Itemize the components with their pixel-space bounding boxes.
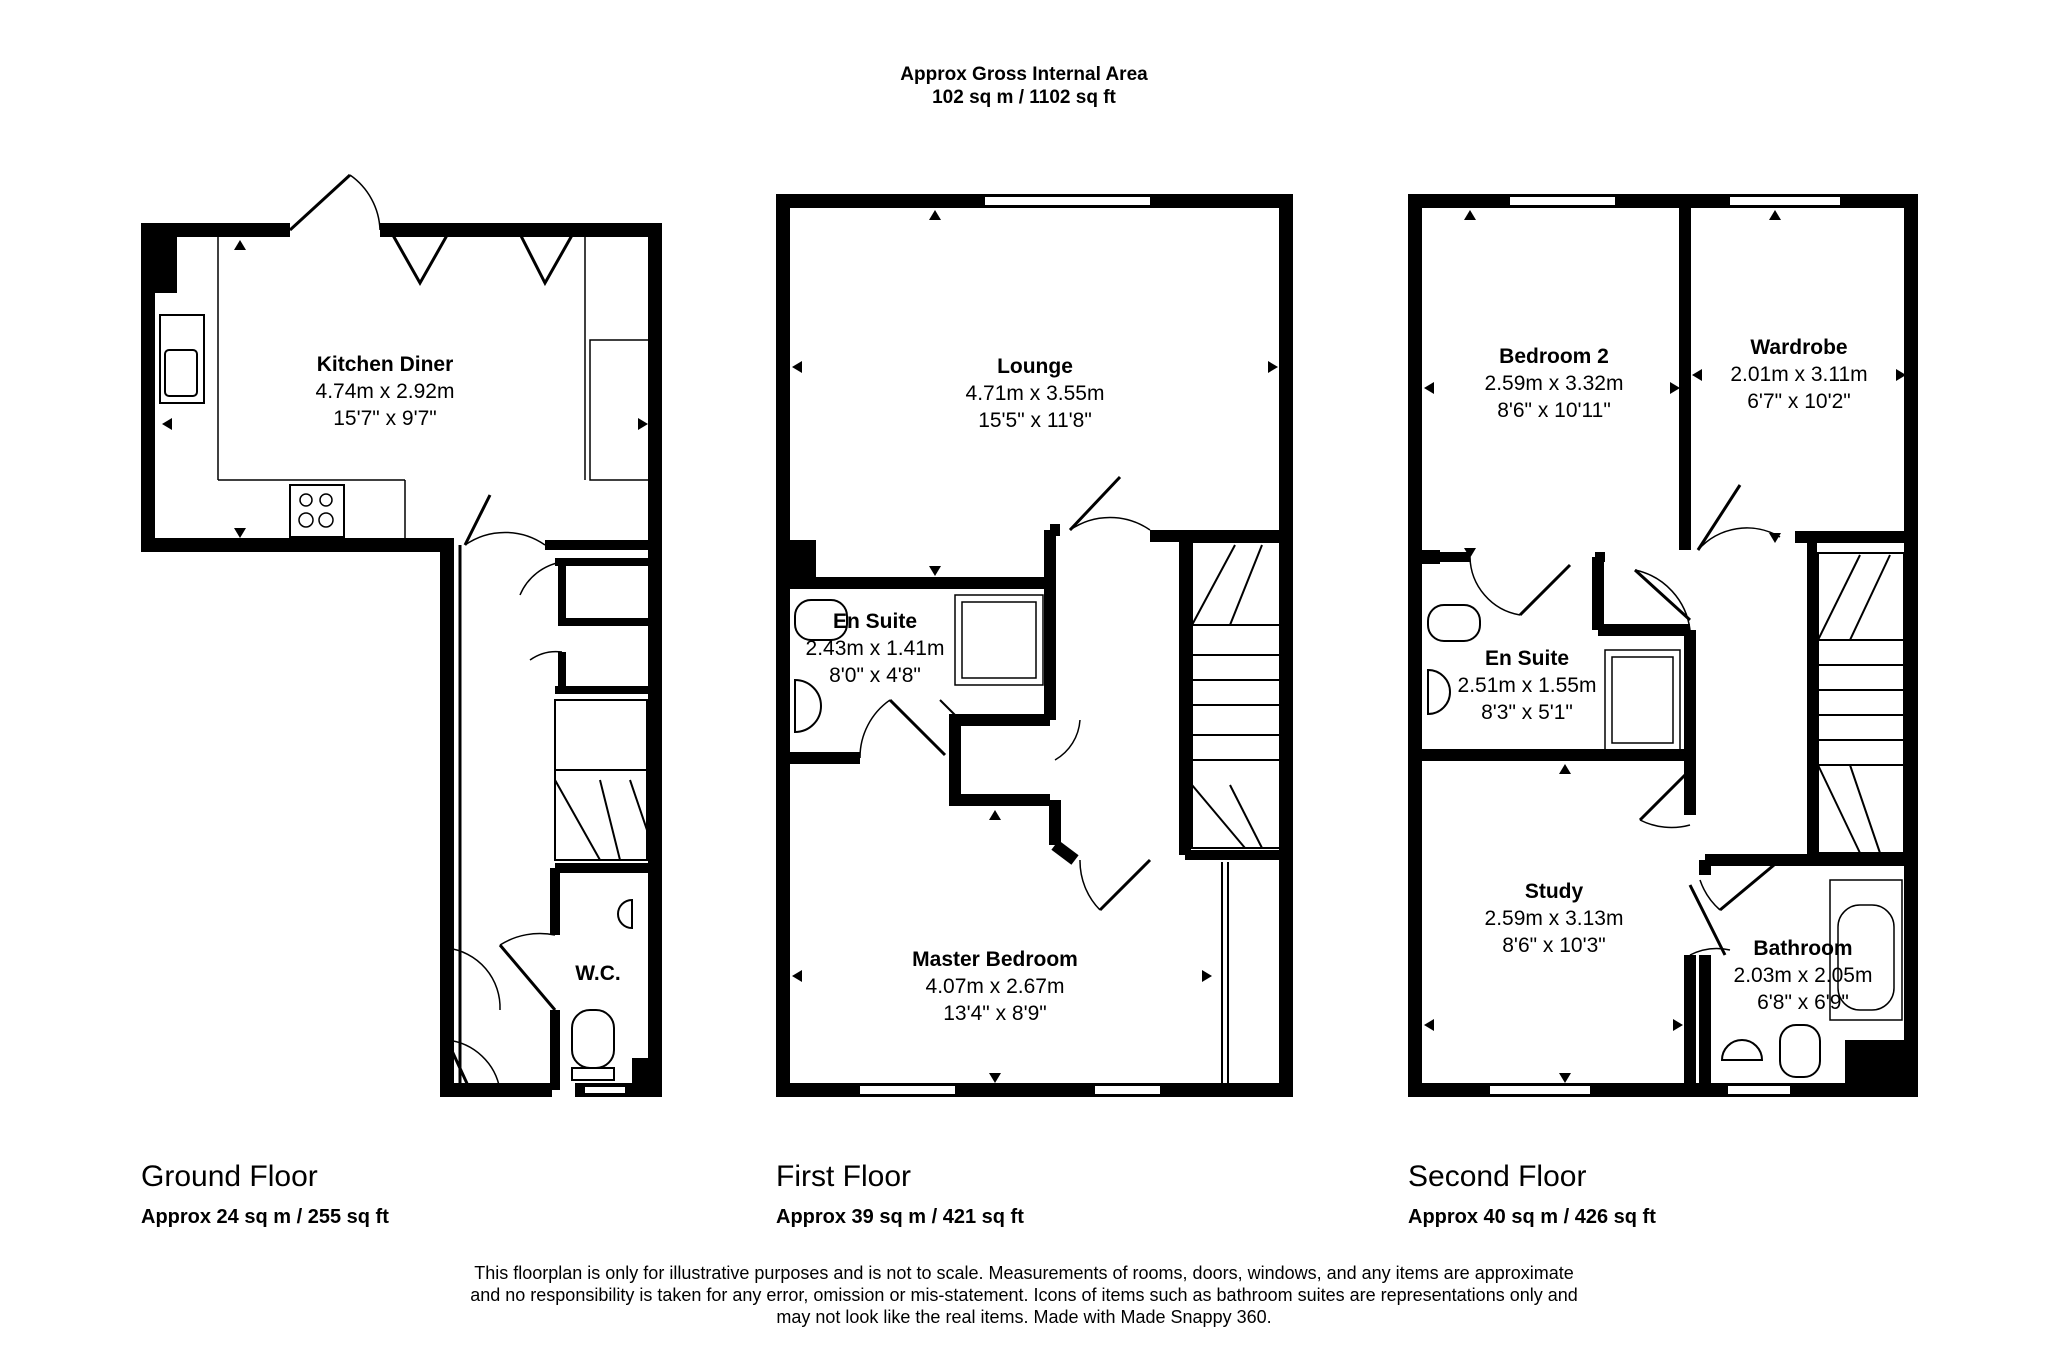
ensuite1-metric: 2.43m x 1.41m (806, 637, 945, 660)
wardrobe-imperial: 6'7" x 10'2" (1747, 390, 1851, 413)
master-imperial: 13'4" x 8'9" (943, 1002, 1047, 1025)
bedroom2-name: Bedroom 2 (1499, 345, 1609, 368)
gross-area-title: Approx Gross Internal Area (900, 64, 1148, 85)
disclaimer-line-2: and no responsibility is taken for any e… (470, 1285, 1578, 1305)
ground-floor-title: Ground Floor (141, 1160, 318, 1193)
master-name: Master Bedroom (912, 948, 1078, 971)
kitchen-imperial: 15'7" x 9'7" (333, 407, 437, 430)
gross-area-value: 102 sq m / 1102 sq ft (932, 87, 1116, 108)
disclaimer: This floorplan is only for illustrative … (300, 1262, 1748, 1328)
ensuite1-name: En Suite (833, 610, 917, 633)
room-labels: Kitchen Diner 4.74m x 2.92m 15'7" x 9'7"… (316, 336, 1873, 1025)
study-name: Study (1525, 880, 1584, 903)
kitchen-metric: 4.74m x 2.92m (316, 380, 455, 403)
ground-floor-area: Approx 24 sq m / 255 sq ft (141, 1206, 389, 1228)
dimension-markers (162, 210, 1906, 1083)
study-imperial: 8'6" x 10'3" (1502, 934, 1606, 957)
master-metric: 4.07m x 2.67m (926, 975, 1065, 998)
bathroom-imperial: 6'8" x 6'9" (1757, 991, 1849, 1014)
study-metric: 2.59m x 3.13m (1485, 907, 1624, 930)
ensuite2-metric: 2.51m x 1.55m (1458, 674, 1597, 697)
lounge-imperial: 15'5" x 11'8" (978, 409, 1092, 432)
wardrobe-name: Wardrobe (1750, 336, 1847, 359)
second-floor-plan (1408, 194, 1918, 1097)
second-floor-area: Approx 40 sq m / 426 sq ft (1408, 1206, 1656, 1228)
wardrobe-metric: 2.01m x 3.11m (1730, 363, 1867, 386)
wc-name: W.C. (575, 962, 621, 985)
lounge-name: Lounge (997, 355, 1073, 378)
ground-floor-plan (141, 173, 662, 1097)
ensuite2-name: En Suite (1485, 647, 1569, 670)
first-floor-title: First Floor (776, 1160, 911, 1193)
ensuite2-imperial: 8'3" x 5'1" (1481, 701, 1573, 724)
first-floor-area: Approx 39 sq m / 421 sq ft (776, 1206, 1024, 1228)
second-floor-title: Second Floor (1408, 1160, 1587, 1193)
disclaimer-line-3: may not look like the real items. Made w… (776, 1307, 1272, 1327)
first-floor-plan (776, 194, 1293, 1097)
bathroom-metric: 2.03m x 2.05m (1734, 964, 1873, 987)
lounge-metric: 4.71m x 3.55m (966, 382, 1105, 405)
bedroom2-metric: 2.59m x 3.32m (1485, 372, 1624, 395)
kitchen-name: Kitchen Diner (317, 353, 454, 376)
disclaimer-line-1: This floorplan is only for illustrative … (474, 1263, 1574, 1283)
ensuite1-imperial: 8'0" x 4'8" (829, 664, 921, 687)
bathroom-name: Bathroom (1753, 937, 1852, 960)
bedroom2-imperial: 8'6" x 10'11" (1497, 399, 1611, 422)
